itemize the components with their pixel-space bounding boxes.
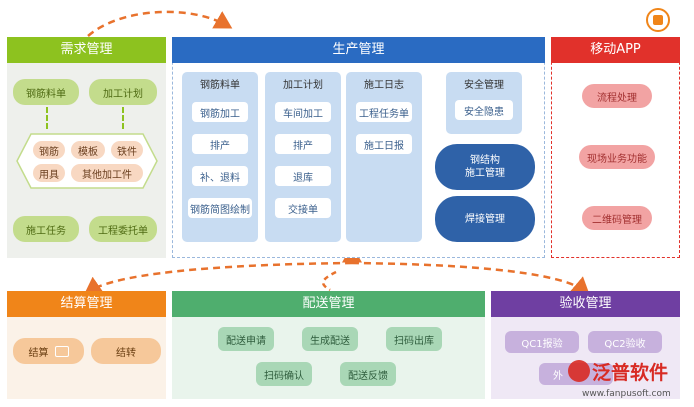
demand-panel: 需求管理 钢筋料单 加工计划 钢筋 模板 铁件 用具 其他加工件 施工任务 工程…: [7, 37, 166, 258]
delivery-item-scan-confirm[interactable]: 扫码确认: [256, 362, 312, 386]
demand-item-process-plan[interactable]: 加工计划: [89, 79, 157, 105]
item-supplement-return[interactable]: 补、退料: [192, 166, 248, 186]
demand-item-commission[interactable]: 工程委托单: [89, 216, 157, 242]
down-arrow-icon: [46, 107, 48, 129]
acceptance-item-qc2[interactable]: QC2验收: [588, 331, 662, 353]
mobile-item-workflow[interactable]: 流程处理: [582, 84, 652, 108]
settlement-title: 结算管理: [7, 291, 166, 317]
delivery-title: 配送管理: [172, 291, 485, 317]
mobile-item-field[interactable]: 现场业务功能: [579, 145, 655, 169]
delivery-item-apply[interactable]: 配送申请: [218, 327, 274, 351]
watermark-url: www.fanpusoft.com: [582, 389, 671, 399]
settlement-item-carryover[interactable]: 结转: [91, 338, 161, 364]
material-rebar[interactable]: 钢筋: [33, 141, 65, 159]
arrow-demand-to-production: [87, 10, 233, 37]
item-daily-report[interactable]: 施工日报: [356, 134, 412, 154]
acceptance-panel: 验收管理 QC1报验 QC2验收 外: [491, 291, 680, 399]
item-return-stock[interactable]: 退库: [275, 166, 331, 186]
welding-button[interactable]: 焊接管理: [435, 196, 535, 242]
settle-label: 结算: [28, 347, 49, 359]
settlement-panel: 结算管理 结算 结转: [7, 291, 166, 399]
material-formwork[interactable]: 模板: [71, 141, 105, 159]
steel-line1: 钢结构: [470, 155, 500, 166]
item-safety-hazard[interactable]: 安全隐患: [455, 100, 513, 120]
acceptance-item-qc1[interactable]: QC1报验: [505, 331, 579, 353]
production-column-plan: 加工计划 车间加工 排产 退库 交接单: [265, 72, 341, 242]
delivery-item-generate[interactable]: 生成配送: [302, 327, 358, 351]
mobile-panel: 移动APP 流程处理 现场业务功能 二维码管理: [551, 37, 680, 258]
watermark-logo-icon: [568, 360, 590, 382]
mobile-item-qrcode[interactable]: 二维码管理: [582, 206, 652, 230]
arrow-hub-to-settlement: [83, 261, 353, 295]
column-header: 施工日志: [364, 80, 404, 91]
column-header: 钢筋料单: [200, 80, 240, 91]
demand-item-task[interactable]: 施工任务: [13, 216, 79, 242]
image-icon: [54, 345, 69, 357]
item-handover[interactable]: 交接单: [275, 198, 331, 218]
safety-header: 安全管理: [464, 80, 504, 91]
mobile-title: 移动APP: [551, 37, 680, 63]
down-arrow-icon: [122, 107, 124, 129]
item-workshop-processing[interactable]: 车间加工: [275, 102, 331, 122]
item-rebar-drawing[interactable]: 钢筋简图绘制: [188, 198, 252, 218]
material-other[interactable]: 其他加工件: [71, 164, 143, 182]
steel-structure-button[interactable]: 钢结构 施工管理: [435, 144, 535, 190]
production-panel: 生产管理 钢筋料单 钢筋加工 排产 补、退料 钢筋简图绘制 加工计划 车间加工 …: [172, 37, 545, 258]
material-ironware[interactable]: 铁件: [111, 141, 143, 159]
item-task-sheet[interactable]: 工程任务单: [356, 102, 412, 122]
production-title: 生产管理: [172, 37, 545, 63]
acceptance-title: 验收管理: [491, 291, 680, 317]
item-rebar-processing[interactable]: 钢筋加工: [192, 102, 248, 122]
column-header: 加工计划: [283, 80, 323, 91]
material-tools[interactable]: 用具: [33, 164, 65, 182]
production-column-log: 施工日志 工程任务单 施工日报: [346, 72, 422, 242]
watermark-brand: 泛普软件: [592, 362, 669, 384]
delivery-item-feedback[interactable]: 配送反馈: [340, 362, 396, 386]
delivery-item-scan-out[interactable]: 扫码出库: [386, 327, 442, 351]
item-scheduling[interactable]: 排产: [192, 134, 248, 154]
arrow-hub-to-delivery: [322, 270, 337, 292]
production-column-rebar: 钢筋料单 钢筋加工 排产 补、退料 钢筋简图绘制: [182, 72, 258, 242]
steel-line2: 施工管理: [465, 168, 505, 179]
demand-title: 需求管理: [7, 37, 166, 63]
settlement-item-settle[interactable]: 结算: [13, 338, 84, 364]
item-scheduling[interactable]: 排产: [275, 134, 331, 154]
production-safety: 安全管理 安全隐患: [446, 72, 522, 134]
watermark: 泛普软件 www.fanpusoft.com: [568, 355, 688, 403]
app-logo-icon: [646, 8, 670, 32]
demand-item-rebar-list[interactable]: 钢筋料单: [13, 79, 79, 105]
arrow-hub-to-acceptance: [351, 261, 590, 296]
delivery-panel: 配送管理 配送申请 生成配送 扫码出库 扫码确认 配送反馈: [172, 291, 485, 399]
